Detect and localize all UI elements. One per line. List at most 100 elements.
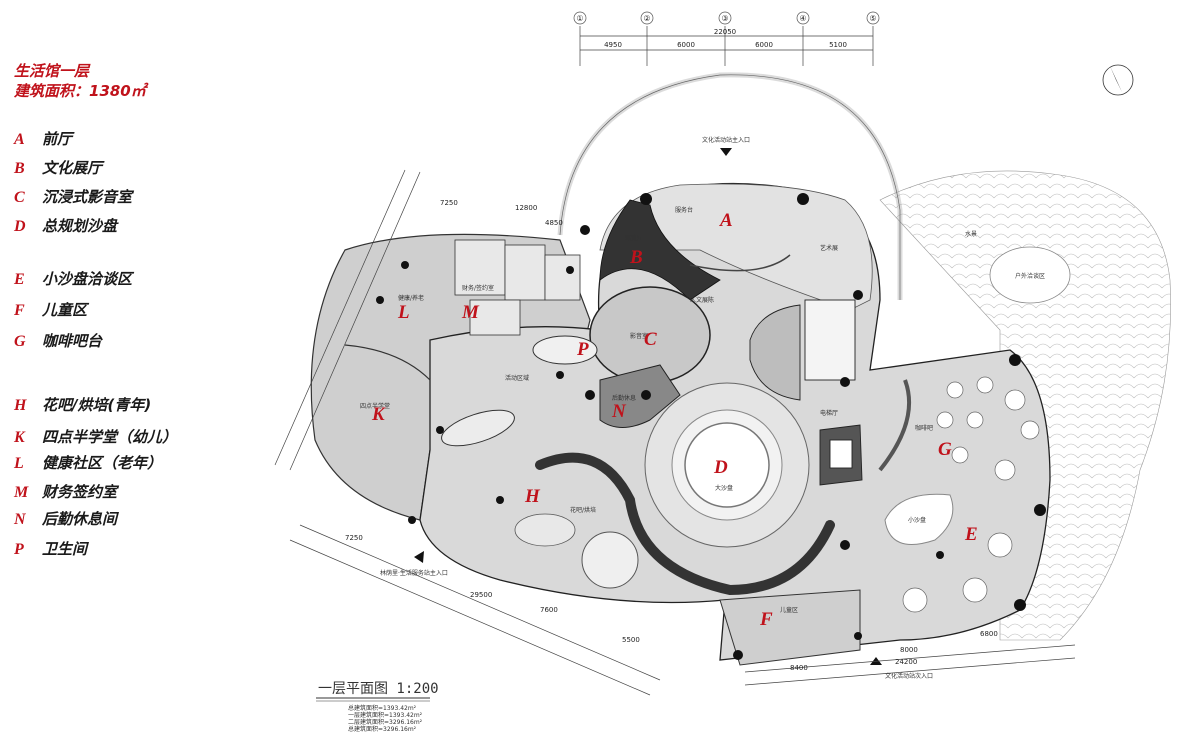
outdoor-label: 户外洽谈区 — [1015, 272, 1045, 280]
rest-zone — [599, 364, 681, 428]
small-sand-label: 小沙盘 — [908, 516, 926, 524]
area-note-4: 总建筑面积=3296.16m² — [348, 725, 417, 733]
north-arrow-icon — [1102, 64, 1134, 96]
top-axis-markers: ① ② ③ ④ ⑤ 22050 4950 6000 6000 5100 — [573, 11, 880, 49]
reading-label: 四点半学堂 — [360, 402, 390, 410]
area-note-3: 二层建筑面积=3296.16m² — [348, 718, 423, 726]
top-dimension-chain — [579, 26, 874, 66]
dim-right-1: 8400 — [790, 664, 808, 672]
zone-label-e: E — [964, 524, 978, 545]
axis-1-label: ① — [576, 14, 583, 23]
elevator-core — [749, 299, 863, 486]
lounge-seating — [902, 376, 1040, 613]
axis-2-label: ② — [643, 14, 650, 23]
dim-top-4: 5100 — [829, 41, 847, 49]
small-sandtable — [884, 493, 954, 545]
water-label: 水景 — [965, 230, 977, 238]
flower-label: 花吧/烘培 — [570, 506, 596, 514]
exhibition-zone — [599, 199, 721, 301]
axis-3-label: ③ — [721, 14, 728, 23]
art-display-label: 艺术展 — [820, 244, 838, 252]
zone-label-h: H — [524, 486, 541, 507]
dim-top-total: 22050 — [714, 28, 736, 36]
zone-label-d: D — [713, 457, 728, 478]
dim-bottom-3: 5500 — [622, 636, 640, 644]
dim-left-a: 7250 — [440, 199, 458, 207]
exhibition-label: 展览厅 — [625, 234, 643, 242]
area-note-1: 总建筑面积=1393.42m² — [348, 704, 417, 712]
kids-zone — [719, 589, 861, 666]
area-heading: 建筑面积：1380㎡ — [14, 82, 146, 100]
flower-planter — [581, 531, 639, 589]
rest-label: 后勤休息 — [612, 394, 636, 402]
cinema-label: 影音室 — [630, 332, 648, 340]
dim-top-1: 4950 — [604, 41, 622, 49]
axis-4-label: ④ — [799, 14, 806, 23]
finance-label: 财务/签约室 — [462, 284, 494, 292]
zone-label-n: N — [611, 401, 627, 422]
left-dimension-chain — [274, 169, 421, 471]
front-desk-label: 服务台 — [675, 206, 693, 214]
plan-heading: 生活馆一层 — [14, 62, 90, 80]
coffee-bar — [878, 379, 912, 472]
dim-top-3: 6000 — [755, 41, 773, 49]
zone-label-a: A — [719, 210, 733, 231]
culture-label: 人文展陈 — [690, 296, 714, 304]
axis-5-label: ⑤ — [869, 14, 876, 23]
zone-label-m: M — [461, 302, 480, 323]
dim-right-total: 24200 — [895, 658, 917, 666]
sandtable-zone — [684, 422, 770, 508]
bottom-dimension-chain — [289, 524, 661, 696]
zone-label-b: B — [629, 247, 643, 268]
dim-right-2: 8000 — [900, 646, 918, 654]
dim-bottom-2: 7600 — [540, 606, 558, 614]
zone-label-c: C — [644, 329, 657, 350]
restroom-zone — [532, 335, 598, 365]
main-entrance-label: 文化活动站主入口 — [702, 136, 750, 144]
zone-label-g: G — [938, 439, 952, 460]
activity-label: 活动区域 — [505, 374, 529, 382]
dim-bottom-1: 7250 — [345, 534, 363, 542]
dim-left-b: 12800 — [515, 204, 537, 212]
lobby-zone — [599, 183, 873, 311]
lounge-island — [441, 409, 515, 447]
dim-right-3: 6800 — [980, 630, 998, 638]
west-divider — [344, 344, 431, 381]
curved-wall-north — [689, 254, 791, 272]
right-dimension-chain — [744, 644, 1076, 686]
outdoor-terrace — [989, 246, 1071, 304]
zone-label-k: K — [371, 404, 386, 425]
west-wing-rooms — [454, 239, 581, 336]
dim-bottom-total: 29500 — [470, 591, 492, 599]
zone-label-l: L — [397, 302, 410, 323]
plan-title: 一层平面图 1:200 — [318, 681, 439, 697]
curved-wall-south — [535, 452, 835, 596]
dim-left-c: 4850 — [545, 219, 563, 227]
coffee-label: 咖啡吧 — [915, 424, 933, 432]
flower-table — [514, 513, 576, 547]
zone-label-f: F — [759, 609, 773, 630]
area-note-2: 一层建筑面积=1393.42m² — [348, 711, 423, 719]
sandtable-label: 大沙盘 — [715, 484, 733, 492]
health-label: 健康/养老 — [398, 294, 424, 302]
dim-top-2: 6000 — [677, 41, 695, 49]
second-entrance-label: 文化活动站次入口 — [885, 672, 933, 680]
columns — [376, 193, 1046, 660]
kids-label: 儿童区 — [780, 606, 798, 614]
sw-entrance-label: 林荫里·生活服务站主入口 — [380, 569, 448, 577]
zone-label-p: P — [576, 339, 589, 360]
elevator-label: 电梯厅 — [820, 409, 838, 417]
